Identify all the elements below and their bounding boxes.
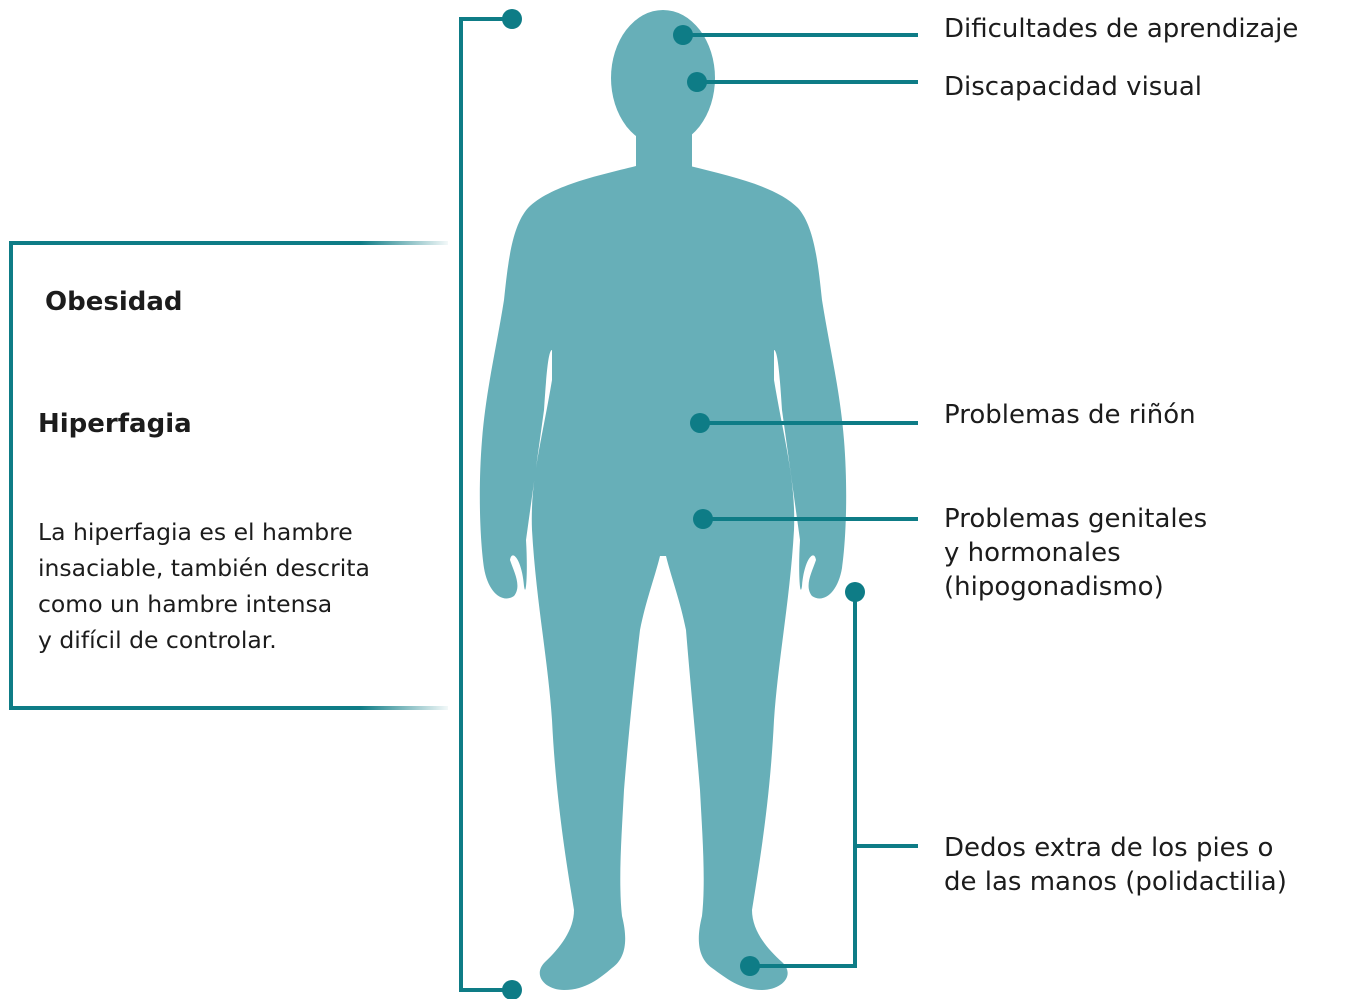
label-genital-hormonal: Problemas genitales y hormonales (hipogo… bbox=[944, 502, 1207, 604]
hand-dot bbox=[845, 582, 865, 602]
label-kidney-problems: Problemas de riñón bbox=[944, 398, 1196, 432]
eye-dot bbox=[687, 72, 707, 92]
label-line: (hipogonadismo) bbox=[944, 572, 1164, 602]
bracket-bottom-dot bbox=[502, 980, 522, 999]
genital-dot bbox=[693, 509, 713, 529]
hyperphagia-description: La hiperfagia es el hambre insaciable, t… bbox=[38, 514, 370, 658]
label-line: Problemas de riñón bbox=[944, 400, 1196, 430]
label-visual-impairment: Discapacidad visual bbox=[944, 70, 1202, 104]
label-polydactyly: Dedos extra de los pies o de las manos (… bbox=[944, 831, 1287, 899]
label-line: Problemas genitales bbox=[944, 504, 1208, 534]
body-silhouette bbox=[479, 10, 847, 990]
heading-obesity: Obesidad bbox=[45, 287, 183, 317]
description-line: y difícil de controlar. bbox=[38, 626, 277, 654]
bracket-top-dot bbox=[502, 9, 522, 29]
label-line: Discapacidad visual bbox=[944, 72, 1202, 102]
callout-connectors bbox=[683, 33, 918, 968]
heading-hyperphagia: Hiperfagia bbox=[38, 409, 192, 439]
callout-dots bbox=[673, 25, 865, 976]
description-line: insaciable, también descrita bbox=[38, 554, 370, 582]
label-line: Dedos extra de los pies o bbox=[944, 833, 1274, 863]
description-line: La hiperfagia es el hambre bbox=[38, 518, 353, 546]
label-line: de las manos (polidactilia) bbox=[944, 867, 1287, 897]
label-line: y hormonales bbox=[944, 538, 1121, 568]
left-panel-frame bbox=[9, 241, 448, 710]
head-dot bbox=[673, 25, 693, 45]
foot-dot bbox=[740, 956, 760, 976]
kidney-dot bbox=[690, 413, 710, 433]
height-bracket bbox=[459, 9, 522, 999]
label-learning-difficulties: Dificultades de aprendizaje bbox=[944, 12, 1298, 46]
description-line: como un hambre intensa bbox=[38, 590, 333, 618]
label-line: Dificultades de aprendizaje bbox=[944, 14, 1299, 44]
